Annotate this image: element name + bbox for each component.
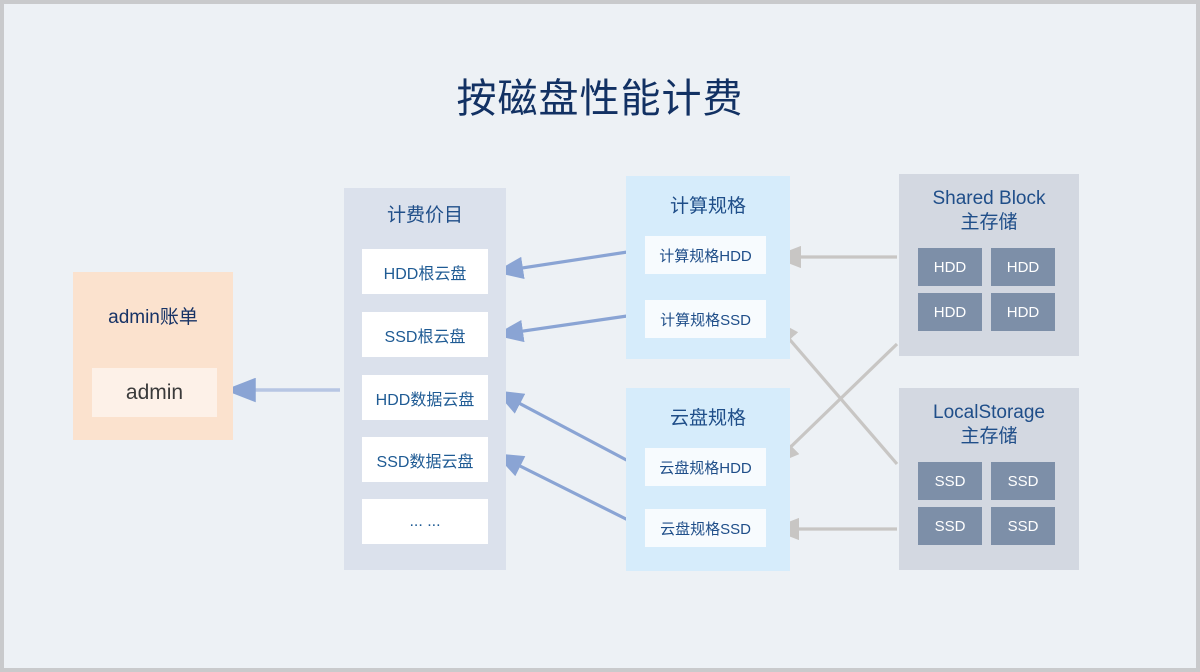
connector-localstorage-to-compute-ssd xyxy=(770,317,899,466)
disk-ssd-4[interactable]: SSD xyxy=(991,507,1055,545)
price-item-ssd-root[interactable]: SSD根云盘 xyxy=(362,312,488,357)
connector-sharedblock-to-volume-hdd xyxy=(770,342,899,467)
connector-compute-ssd-to-price xyxy=(494,313,635,343)
price-item-hdd-root[interactable]: HDD根云盘 xyxy=(362,249,488,294)
local-storage-panel: LocalStorage 主存储 SSD SSD SSD SSD xyxy=(899,388,1079,570)
admin-account-box[interactable]: admin xyxy=(92,368,217,417)
disk-hdd-1[interactable]: HDD xyxy=(918,248,982,286)
disk-ssd-3[interactable]: SSD xyxy=(918,507,982,545)
compute-spec-hdd[interactable]: 计算规格HDD xyxy=(645,236,766,274)
shared-block-disk-grid: HDD HDD HDD HDD xyxy=(918,248,1060,331)
compute-spec-panel-title: 计算规格 xyxy=(669,196,746,217)
volume-spec-panel-title: 云盘规格 xyxy=(669,408,746,429)
price-item-hdd-data[interactable]: HDD数据云盘 xyxy=(362,375,488,420)
compute-spec-panel: 计算规格 计算规格HDD 计算规格SSD xyxy=(626,176,790,359)
billing-price-panel: 计费价目 HDD根云盘 SSD根云盘 HDD数据云盘 SSD数据云盘 ... .… xyxy=(344,188,506,570)
page-title: 按磁盘性能计费 xyxy=(456,77,744,121)
shared-block-title-line2: 主存储 xyxy=(960,212,1018,234)
connector-volume-hdd-to-price xyxy=(494,389,635,466)
volume-spec-ssd[interactable]: 云盘规格SSD xyxy=(645,509,766,547)
connector-volume-ssd-to-price xyxy=(494,452,635,525)
local-storage-title-line1: LocalStorage xyxy=(933,402,1045,423)
disk-ssd-2[interactable]: SSD xyxy=(991,462,1055,500)
disk-ssd-1[interactable]: SSD xyxy=(918,462,982,500)
shared-block-title-line1: Shared Block xyxy=(932,188,1046,209)
billing-price-panel-title: 计费价目 xyxy=(386,205,463,226)
diagram-canvas: 按磁盘性能计费 xyxy=(4,4,1196,668)
price-item-ssd-data[interactable]: SSD数据云盘 xyxy=(362,437,488,482)
shared-block-storage-panel: Shared Block 主存储 HDD HDD HDD HDD xyxy=(899,174,1079,356)
admin-bill-panel: admin账单 admin xyxy=(73,272,233,440)
disk-hdd-3[interactable]: HDD xyxy=(918,293,982,331)
price-item-more[interactable]: ... ... xyxy=(362,499,488,544)
local-storage-disk-grid: SSD SSD SSD SSD xyxy=(918,462,1060,545)
compute-spec-ssd[interactable]: 计算规格SSD xyxy=(645,300,766,338)
volume-spec-hdd[interactable]: 云盘规格HDD xyxy=(645,448,766,486)
volume-spec-panel: 云盘规格 云盘规格HDD 云盘规格SSD xyxy=(626,388,790,571)
disk-hdd-2[interactable]: HDD xyxy=(991,248,1055,286)
shared-block-storage-panel-title: Shared Block 主存储 xyxy=(899,187,1079,236)
local-storage-panel-title: LocalStorage 主存储 xyxy=(899,401,1079,450)
disk-hdd-4[interactable]: HDD xyxy=(991,293,1055,331)
connector-compute-hdd-to-price xyxy=(494,249,635,279)
admin-bill-panel-title: admin账单 xyxy=(108,307,198,328)
local-storage-title-line2: 主存储 xyxy=(960,426,1018,448)
